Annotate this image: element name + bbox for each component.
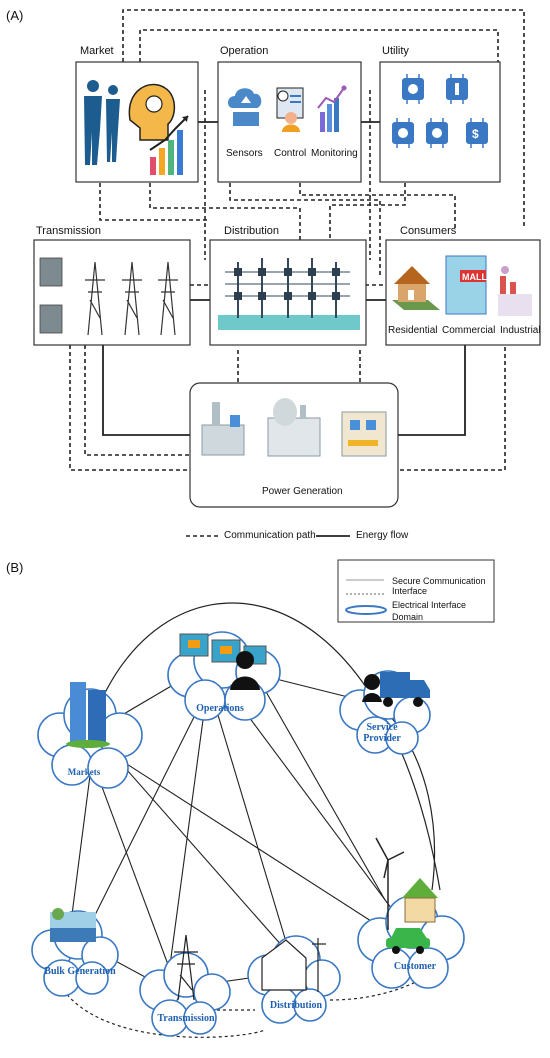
transmission-title: Transmission <box>36 225 101 237</box>
power-plant-icon-3 <box>341 411 387 457</box>
bulk-generation-label: Bulk Generation <box>44 966 116 977</box>
customer-house-icon <box>402 878 438 923</box>
power-generation-title: Power Generation <box>262 486 343 497</box>
control-label: Control <box>274 148 307 159</box>
markets-label: Markets <box>67 767 101 777</box>
svg-text:$: $ <box>472 127 479 141</box>
distribution-poles-icon <box>218 258 360 330</box>
commercial-label: Commercial <box>442 325 496 336</box>
control-operator-icon <box>276 87 304 132</box>
legend-electrical-label: Electrical Interface <box>392 600 467 610</box>
cloud-transmission <box>139 952 231 1037</box>
wind-turbine-icon <box>375 837 405 930</box>
legend-energy-label: Energy flow <box>356 530 409 541</box>
transformer-icons <box>39 257 63 334</box>
growth-bars-icon <box>149 115 189 175</box>
sensors-label: Sensors <box>226 148 263 159</box>
market-title: Market <box>80 45 114 57</box>
monitoring-label: Monitoring <box>311 148 358 159</box>
transmission-tower-icon <box>174 934 198 1001</box>
consumers-title: Consumers <box>400 225 457 237</box>
legend-communication-label: Communication path <box>224 530 316 541</box>
legend-secure-label: Secure Communication Interface <box>392 576 486 596</box>
customer-label: Customer <box>393 961 437 972</box>
industrial-factory-icon <box>498 266 532 316</box>
dam-icon <box>50 908 96 942</box>
utility-title: Utility <box>382 45 409 57</box>
industrial-label: Industrial <box>500 325 541 336</box>
operations-label: Operations <box>196 703 244 714</box>
service-provider-label: Service Provider <box>363 722 401 744</box>
residential-label: Residential <box>388 325 438 336</box>
distribution-title: Distribution <box>224 225 280 237</box>
panel-a-tag: (A) <box>6 8 24 23</box>
idea-head-icon <box>128 83 176 141</box>
service-truck-icon <box>362 672 430 707</box>
legend-domain-label: Domain <box>392 612 424 622</box>
mall-building-icon: MALL <box>445 255 487 315</box>
panel-b-tag: (B) <box>6 560 24 575</box>
power-plant-icon-1 <box>201 402 245 456</box>
businesspeople-icon <box>84 80 120 165</box>
computers-icon <box>179 633 267 690</box>
skyscrapers-icon <box>66 682 110 748</box>
svg-text:MALL: MALL <box>462 272 487 282</box>
power-plant-icon-2 <box>267 398 321 457</box>
cloud-sensors-icon <box>227 88 262 126</box>
monitoring-chart-icon <box>317 85 347 132</box>
transmission-label: Transmission <box>157 1013 215 1024</box>
electric-car-icon <box>386 928 430 954</box>
residential-house-icon <box>392 266 440 310</box>
distribution-house-icon <box>261 938 326 992</box>
operation-title: Operation <box>220 45 269 57</box>
pylon-icons <box>85 261 178 336</box>
distribution-label: Distribution <box>269 1000 323 1011</box>
